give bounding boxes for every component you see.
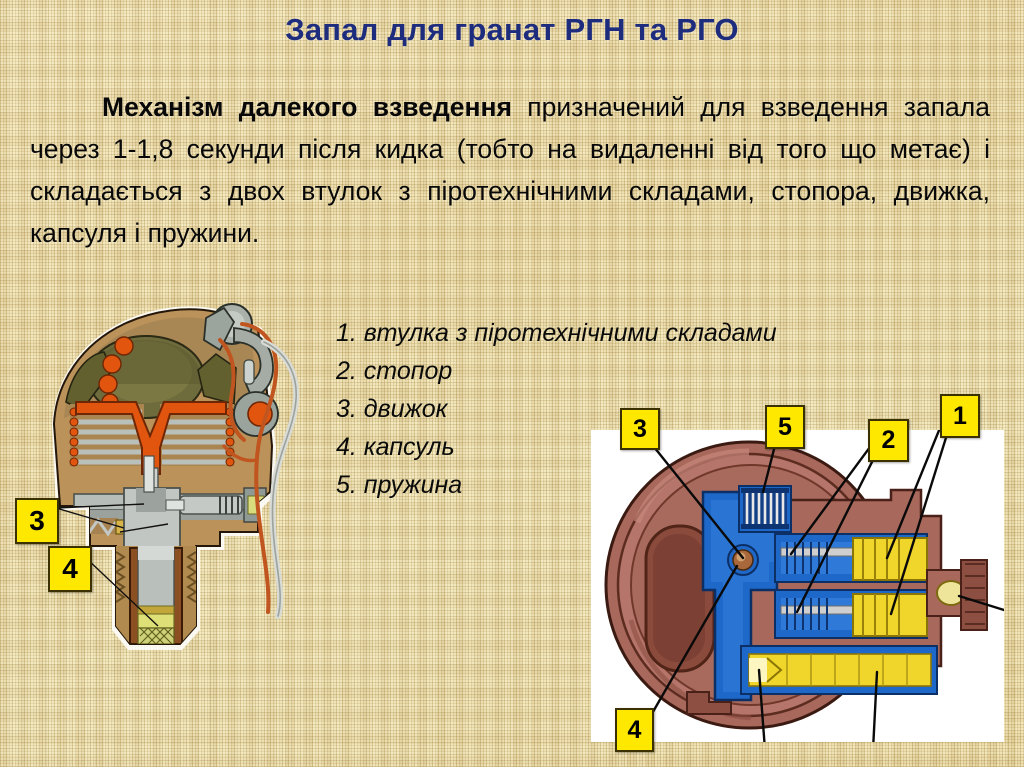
callout-left-3[interactable]: 3 [15,498,59,544]
orange-y-carrier [75,401,227,475]
legend-item-3-number: 3. [336,395,364,423]
page-title: Запал для гранат РГН та РГО [285,12,739,47]
legend-item-5-number: 5. [336,471,364,499]
callout-photo-1-label: 1 [953,401,967,430]
callout-photo-5-label: 5 [778,412,792,441]
body-notch [686,691,732,715]
external-lever-assembly [203,303,279,437]
body-paragraph: Механізм далекого взведення призначений … [30,86,990,254]
callout-photo-2-label: 2 [881,426,896,454]
lower-yellow-bar [740,645,938,695]
right-end-fitting [926,559,988,631]
paragraph-rest: призначений для взведення запала через 1… [30,92,990,248]
leader-lines [55,503,169,627]
paragraph-bold-lead: Механізм далекого взведення [102,92,512,122]
legend-item-1: 1. втулка з піротехнічними складами [336,314,896,352]
callout-photo-4-label: 4 [627,715,642,744]
legend-item-4: 4. капсуль [336,428,896,466]
legend-item-5: 5. пружина [336,466,896,504]
legend-item-4-label: капсуль [363,433,455,461]
callout-left-4-label: 4 [62,553,78,584]
legend-item-2: 2. стопор [336,352,896,390]
callout-left-3-label: 3 [29,505,45,536]
main-spring [738,485,792,533]
legend-item-3: 3. движок [336,390,896,428]
bushing-channel-middle [774,589,928,639]
callout-photo-2[interactable]: 2 [868,419,909,462]
right-photo-panel [591,430,1004,742]
legend-item-4-number: 4. [336,433,364,461]
legend-item-1-number: 1. [336,319,364,347]
legend-item-5-label: пружина [363,471,463,499]
blue-slider [701,490,793,702]
callout-photo-4[interactable]: 4 [615,708,654,752]
legend-list: 1. втулка з піротехнічними складами 2. с… [336,314,896,504]
callout-photo-3-label: 3 [633,414,647,443]
legend-item-3-label: движок [363,395,448,423]
legend-item-1-label: втулка з піротехнічними складами [363,319,777,347]
legend-item-2-number: 2. [336,357,364,385]
callout-photo-1[interactable]: 1 [940,394,980,438]
left-cutaway-diagram [20,296,330,696]
callout-left-4[interactable]: 4 [48,546,92,592]
callout-photo-5[interactable]: 5 [765,405,805,449]
legend-item-2-label: стопор [363,357,453,385]
callout-photo-3[interactable]: 3 [620,408,660,450]
